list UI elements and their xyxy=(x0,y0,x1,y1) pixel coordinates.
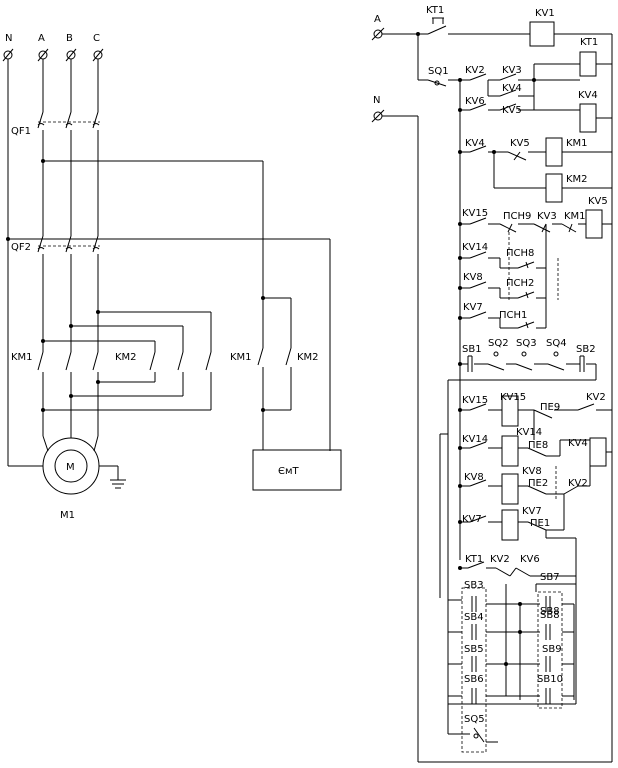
sb9-label: SB9 xyxy=(542,644,562,655)
r7-kv3-label: KV3 xyxy=(537,211,557,222)
qf2-label: QF2 xyxy=(11,242,31,253)
qf2-breaker xyxy=(6,235,331,451)
km2-power-label: KM2 xyxy=(115,352,137,363)
km2-contacts xyxy=(149,351,212,371)
r13-kv14-coil-label: KV14 xyxy=(516,427,542,438)
r10-psn1-label: ПСН1 xyxy=(499,310,527,321)
button-ladder: SB3 SB8 SB4 SB8 SB5 S xyxy=(447,538,577,753)
r12-kv15-label: KV15 xyxy=(462,395,488,406)
r16-kv2-label: KV2 xyxy=(490,554,510,565)
r14-kv2-label: KV2 xyxy=(568,478,588,489)
sb1-label: SB1 xyxy=(462,344,482,355)
kv1-label: KV1 xyxy=(535,8,555,19)
motor-symbol: M xyxy=(66,462,75,473)
km1-power-label: KM1 xyxy=(11,352,33,363)
sb8-label: SB8 xyxy=(540,610,560,621)
brake-km2-label: KM2 xyxy=(297,352,319,363)
r9-kv8-label: KV8 xyxy=(463,272,483,283)
kv4-coil-label: KV4 xyxy=(578,90,598,101)
r8-kv14-label: KV14 xyxy=(462,242,488,253)
km2-coil xyxy=(545,173,563,203)
ctrl-label-n: N xyxy=(373,95,380,106)
kv14-coil xyxy=(501,435,519,467)
sb5-label: SB5 xyxy=(464,644,484,655)
kv1-coil xyxy=(529,21,555,47)
sq4-label: SQ4 xyxy=(546,338,567,349)
brake-coil-label: ЄмТ xyxy=(278,466,300,477)
r16-kv6-label: KV6 xyxy=(520,554,540,565)
r3-kv4-label: KV4 xyxy=(502,83,522,94)
r5-kv5-label: KV5 xyxy=(510,138,530,149)
sq5-label: SQ5 xyxy=(464,714,485,725)
r15-kv7-coil-label: KV7 xyxy=(522,506,542,517)
sb3-label: SB3 xyxy=(464,580,484,591)
r8-psn8-label: ПСН8 xyxy=(506,248,534,259)
kt1-coil xyxy=(579,51,597,77)
kv15-coil xyxy=(501,395,519,427)
kt1-label: KT1 xyxy=(426,5,444,16)
terminals xyxy=(2,48,104,62)
r13-kv14-label: KV14 xyxy=(462,434,488,445)
r13-kv4-label: KV4 xyxy=(568,438,588,449)
power-circuit: N A B C QF1 xyxy=(2,33,342,521)
label-b: B xyxy=(66,33,73,44)
label-n: N xyxy=(5,33,12,44)
motor-label: M1 xyxy=(60,510,75,521)
brake-km1-label: KM1 xyxy=(230,352,252,363)
r4-kv5-label: KV5 xyxy=(502,105,522,116)
brake-circuit: KM1 KM2 ЄмТ xyxy=(230,296,342,491)
sb6-label: SB6 xyxy=(464,674,484,685)
r12-pe9-label: ПЕ9 xyxy=(540,402,560,413)
sb4-label: SB4 xyxy=(464,612,484,623)
r12-kv2-label: KV2 xyxy=(586,392,606,403)
r15-kv7-label: KV7 xyxy=(462,514,482,525)
kv4-coil xyxy=(579,103,597,133)
r14-kv8-coil-label: KV8 xyxy=(522,466,542,477)
sb8-top-label: SB8 xyxy=(540,606,560,617)
r12-kv15-coil-label: KV15 xyxy=(500,392,526,403)
kv5-coil-label: KV5 xyxy=(588,196,608,207)
r5-kv4-label: KV4 xyxy=(465,138,485,149)
kt1-coil-label: KT1 xyxy=(580,37,598,48)
r2-kv2-label: KV2 xyxy=(465,65,485,76)
sq2-label: SQ2 xyxy=(488,338,509,349)
label-c: C xyxy=(93,33,100,44)
r7-km1-label: KM1 xyxy=(564,211,586,222)
label-a: A xyxy=(38,33,45,44)
r7-kv15-label: KV15 xyxy=(462,208,488,219)
control-circuit: A N KT1 KV1 SQ1 KV2 KV3 xyxy=(371,5,613,763)
km2-coil-label: KM2 xyxy=(566,174,588,185)
r2-kv3-label: KV3 xyxy=(502,65,522,76)
ctrl-label-a: A xyxy=(374,14,381,25)
sb2-label: SB2 xyxy=(576,344,596,355)
r14-kv8-label: KV8 xyxy=(464,472,484,483)
sq1-label: SQ1 xyxy=(428,66,449,77)
r10-kv7-label: KV7 xyxy=(463,302,483,313)
r16-kt1-label: KT1 xyxy=(465,554,483,565)
kv7-coil xyxy=(501,509,519,541)
km1-coil-label: KM1 xyxy=(566,138,588,149)
r14-pe2-label: ПЕ2 xyxy=(528,478,548,489)
sq3-label: SQ3 xyxy=(516,338,537,349)
kv4-coil-2 xyxy=(589,437,607,467)
motor-m1: M xyxy=(42,435,126,495)
km1-coil xyxy=(545,137,563,167)
sb10-label: SB10 xyxy=(537,674,563,685)
kv8-coil xyxy=(501,473,519,505)
kv5-coil xyxy=(585,209,603,239)
r15-pe1-label: ПЕ1 xyxy=(530,518,550,529)
km1-contacts xyxy=(37,351,99,371)
r13-pe8-label: ПЕ8 xyxy=(528,440,548,451)
r4-kv6-label: KV6 xyxy=(465,96,485,107)
r16-sb7-label: SB7 xyxy=(540,572,560,583)
qf1-label: QF1 xyxy=(11,126,31,137)
r9-psn2-label: ПСН2 xyxy=(506,278,534,289)
qf1-breaker xyxy=(37,111,100,135)
r7-psn9-label: ПСН9 xyxy=(503,211,531,222)
